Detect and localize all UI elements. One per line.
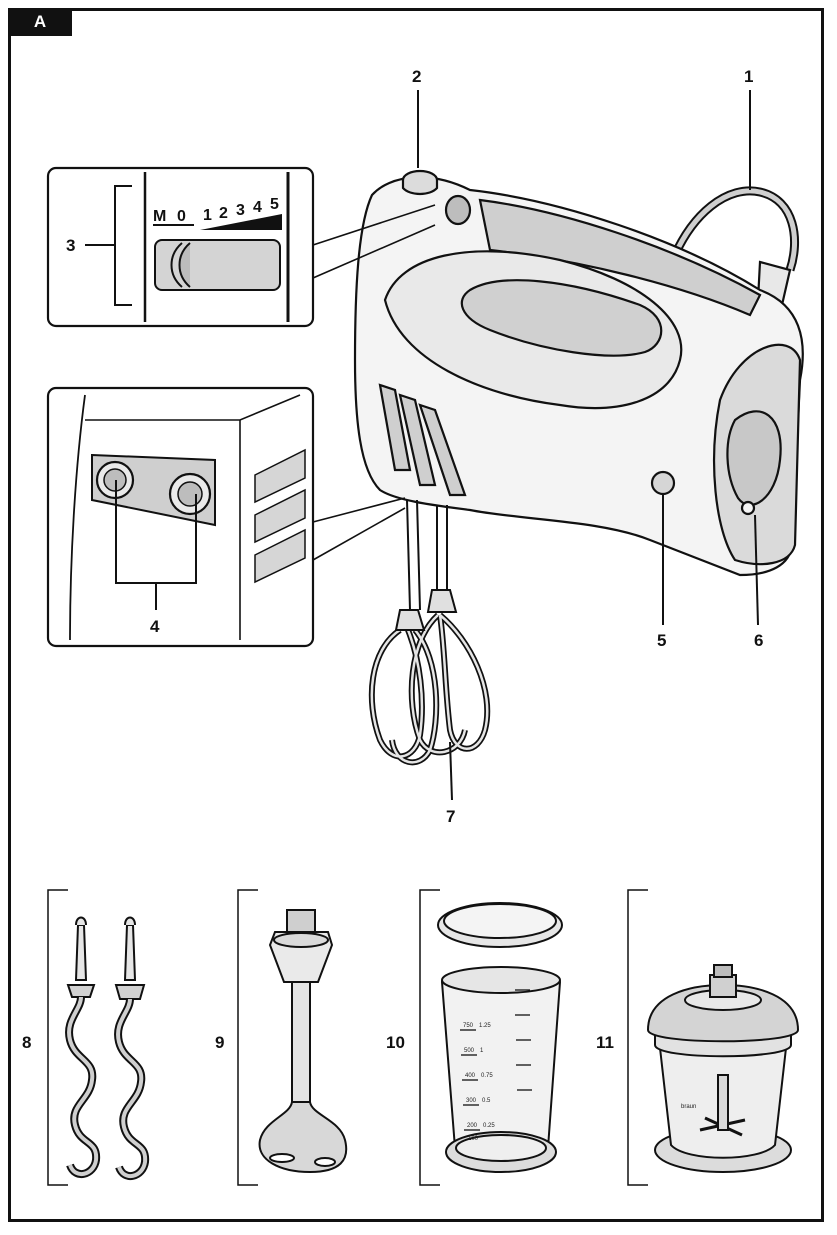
accessory-brackets <box>47 889 648 1186</box>
beaters <box>368 612 491 766</box>
speed-mark-4: 4 <box>253 199 262 216</box>
chopper-brand: braun <box>681 1104 696 1110</box>
speed-mark-m: M <box>153 208 166 225</box>
speed-mark-2: 2 <box>219 205 228 222</box>
callout-7: 7 <box>446 807 455 826</box>
chopper: braun <box>646 964 800 1173</box>
callout-6: 6 <box>754 631 763 650</box>
beaker-mark-l-2: 0.75 <box>481 1073 493 1079</box>
callout-4: 4 <box>150 617 160 636</box>
beaker-mark-l-1: 1 <box>480 1048 484 1054</box>
speed-slider <box>154 239 281 291</box>
callout-11: 11 <box>596 1033 614 1052</box>
beaker-mark-ml-0: 750 <box>463 1023 474 1029</box>
page-tab: A <box>8 8 72 36</box>
vent-slots <box>378 383 412 472</box>
speed-ramp <box>200 214 282 230</box>
leader-lines <box>417 90 759 801</box>
beaker-mark-l-0: 1.25 <box>479 1023 491 1029</box>
beaker-mark-ml-3: 300 <box>466 1098 477 1104</box>
inset-beater-sockets <box>46 386 406 648</box>
turbo-button <box>650 470 676 496</box>
dough-hook-right <box>114 916 150 1180</box>
callout-1: 1 <box>744 67 753 86</box>
dough-hooks <box>65 916 150 1180</box>
inset-speed-selector: M 0 1 2 3 4 5 <box>46 166 436 328</box>
beaker-with-lid: 750 500 400 300 200 100 1.25 1 0.75 0.5 … <box>437 902 563 1173</box>
speed-mark-1: 1 <box>203 207 212 224</box>
handle-opening <box>460 279 663 357</box>
blender-shaft <box>258 909 348 1174</box>
speed-mark-3: 3 <box>236 202 245 219</box>
callout-10: 10 <box>386 1033 405 1052</box>
beaker-mark-ml-1: 500 <box>464 1048 475 1054</box>
callout-9: 9 <box>215 1033 224 1052</box>
callout-2: 2 <box>412 67 421 86</box>
beaker-mark-l-4: 0.25 <box>483 1123 495 1129</box>
beaker-mark-l-3: 0.5 <box>482 1098 491 1104</box>
speed-mark-0: 0 <box>177 208 186 225</box>
beaker-body <box>440 970 562 1158</box>
callout-5: 5 <box>657 631 666 650</box>
callout-3: 3 <box>66 236 75 255</box>
dough-hook-left <box>65 916 101 1178</box>
hand-mixer <box>353 169 804 611</box>
beaker-mark-ml-4: 200 <box>467 1123 478 1129</box>
callout-8: 8 <box>22 1033 31 1052</box>
beaker-mark-ml-2: 400 <box>465 1073 476 1079</box>
speed-mark-5: 5 <box>270 196 279 213</box>
page-frame <box>8 8 824 1222</box>
beaker-mark-ml-5: 100 <box>468 1136 479 1142</box>
speed-switch <box>444 194 472 226</box>
